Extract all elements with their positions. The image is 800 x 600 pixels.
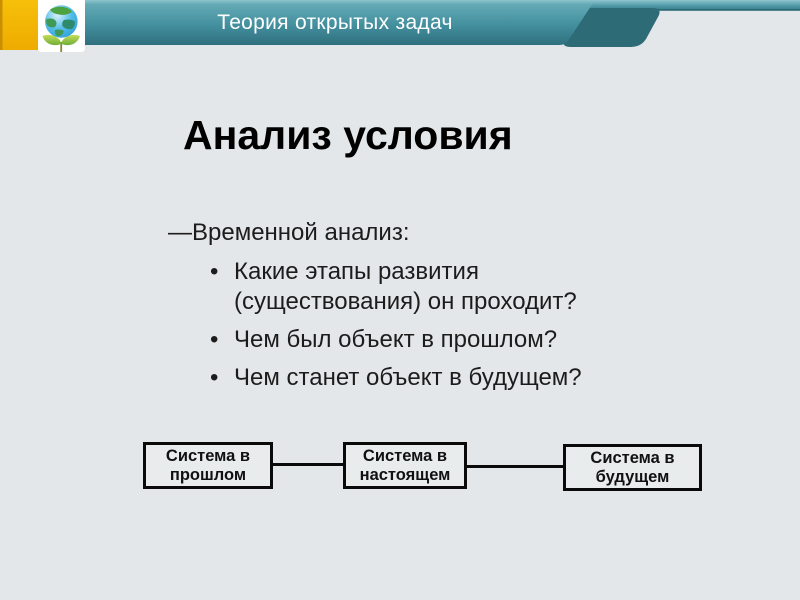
list-item-text: Чем станет объект в будущем? xyxy=(234,364,582,391)
dash-item-text: Временной анализ: xyxy=(192,219,410,246)
bullet-block: — Временной анализ: • Какие этапы развит… xyxy=(168,218,654,401)
header-bar xyxy=(85,0,595,45)
sub-bullet-list: • Какие этапы развития (существования) о… xyxy=(168,257,654,393)
diagram-box-present: Система в настоящем xyxy=(343,442,467,489)
bullet-marker: • xyxy=(210,326,219,353)
list-item: • Какие этапы развития (существования) о… xyxy=(210,257,654,317)
yellow-accent-strip xyxy=(0,0,38,50)
slide-title: Анализ условия xyxy=(183,112,513,158)
header-banner-graphic xyxy=(0,0,800,52)
header-banner: Теория открытых задач xyxy=(0,0,800,56)
diagram-connector xyxy=(271,463,345,466)
header-accent-shape xyxy=(563,8,660,47)
dash-marker: — xyxy=(168,219,192,246)
header-title: Теория открытых задач xyxy=(217,11,453,34)
list-item: • Чем станет объект в будущем? xyxy=(210,363,654,393)
globe-sprout-logo-icon xyxy=(42,5,80,52)
list-item-text: Какие этапы развития (существования) он … xyxy=(234,258,577,315)
bullet-marker: • xyxy=(210,258,219,285)
diagram-connector xyxy=(465,465,565,468)
diagram-box-future: Система в будущем xyxy=(563,444,702,491)
yellow-strip-edge xyxy=(0,0,3,50)
dash-bullet-item: — Временной анализ: xyxy=(168,218,654,248)
diagram-box-past: Система в прошлом xyxy=(143,442,273,489)
bullet-marker: • xyxy=(210,364,219,391)
list-item-text: Чем был объект в прошлом? xyxy=(234,326,558,353)
list-item: • Чем был объект в прошлом? xyxy=(210,325,654,355)
